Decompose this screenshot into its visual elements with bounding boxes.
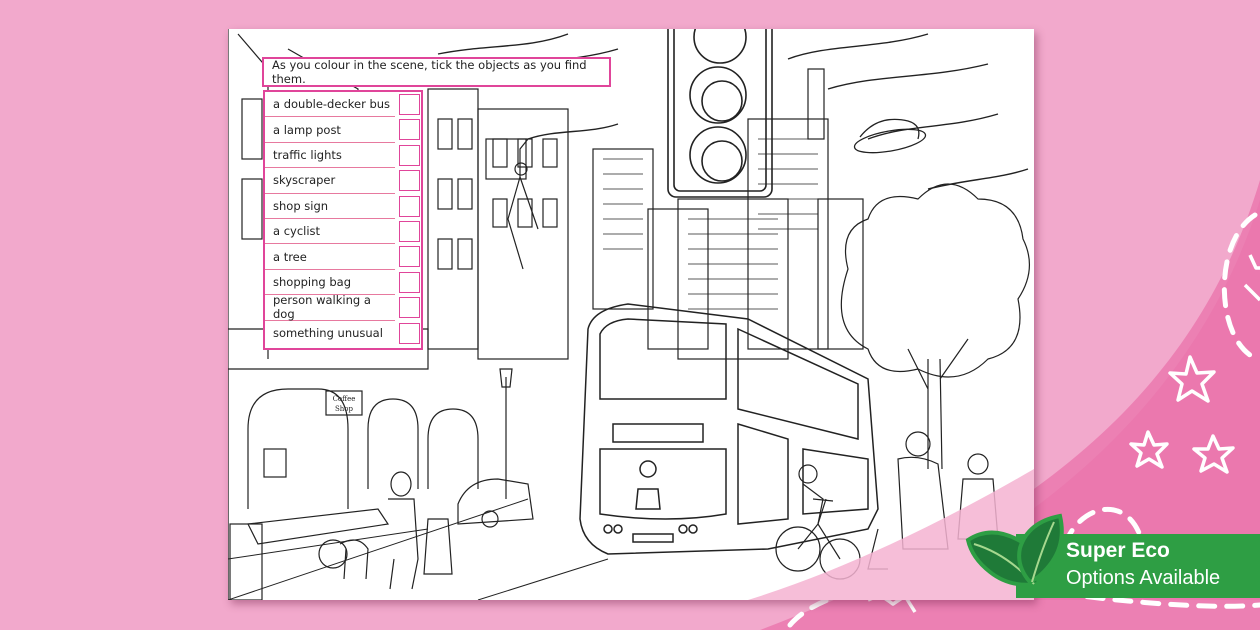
checklist-item-label: skyscraper xyxy=(265,168,395,194)
checklist-item-label: a double-decker bus xyxy=(265,92,395,118)
checklist-item: a lamp post xyxy=(265,117,421,143)
shop-sign-line-2: Shop xyxy=(335,405,354,413)
checklist-item: traffic lights xyxy=(265,143,421,169)
tick-box[interactable] xyxy=(399,271,420,293)
instruction-text: As you colour in the scene, tick the obj… xyxy=(272,58,587,86)
eco-badge-subtitle: Options Available xyxy=(1066,567,1221,589)
checklist-item: something unusual xyxy=(265,321,421,346)
tick-box[interactable] xyxy=(399,170,420,192)
find-it-checklist: a double-decker bus a lamp post traffic … xyxy=(263,90,423,350)
tick-box[interactable] xyxy=(399,144,420,166)
checklist-item-label: traffic lights xyxy=(265,143,395,169)
checklist-item-label: shopping bag xyxy=(265,270,395,296)
instruction-banner: As you colour in the scene, tick the obj… xyxy=(262,57,611,87)
colouring-worksheet: Coffee Shop xyxy=(228,29,1034,600)
checklist-item: shopping bag xyxy=(265,270,421,296)
checklist-item: person walking a dog xyxy=(265,293,421,321)
leaf-icon xyxy=(965,513,1064,587)
checklist-item: a tree xyxy=(265,244,421,270)
tick-box[interactable] xyxy=(399,322,420,344)
checklist-item-label: a tree xyxy=(265,244,395,270)
checklist-item-label: something unusual xyxy=(273,326,383,341)
checklist-item: skyscraper xyxy=(265,168,421,194)
checklist-item: shop sign xyxy=(265,194,421,219)
eco-badge-title: Super Eco xyxy=(1066,539,1170,562)
checklist-item-label: person walking a dog xyxy=(265,293,395,321)
checklist-item-label: a lamp post xyxy=(265,117,395,143)
tick-box[interactable] xyxy=(399,297,420,319)
super-eco-badge: Super Eco Options Available xyxy=(962,512,1260,600)
tick-box[interactable] xyxy=(399,119,420,141)
tick-box[interactable] xyxy=(399,246,420,268)
checklist-item-label: shop sign xyxy=(265,194,395,219)
tick-box[interactable] xyxy=(399,220,420,242)
tick-box[interactable] xyxy=(399,195,420,217)
checklist-item: a double-decker bus xyxy=(265,92,421,118)
checklist-item-label: a cyclist xyxy=(265,219,395,245)
shop-sign-line-1: Coffee xyxy=(333,395,356,403)
checklist-item: a cyclist xyxy=(265,219,421,245)
tick-box[interactable] xyxy=(399,94,420,115)
